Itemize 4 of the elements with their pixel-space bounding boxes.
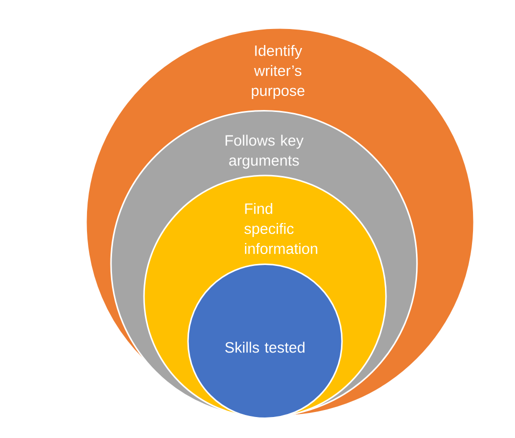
circle-label: Follows key arguments: [226, 134, 304, 169]
circle-label: Identify writer’s purpose: [252, 45, 304, 99]
circle-label: Find specific information: [244, 202, 318, 254]
circle-label: Skills tested: [225, 342, 304, 353]
